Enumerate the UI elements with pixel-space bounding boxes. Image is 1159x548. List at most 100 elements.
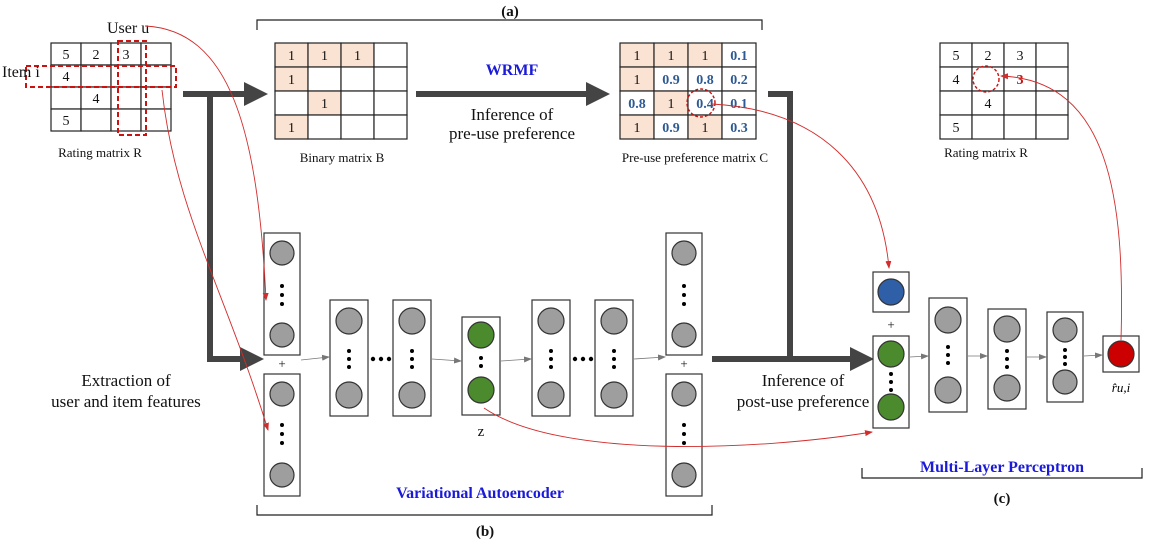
vae-network: + z <box>263 232 703 497</box>
matrix-value: 1 <box>321 97 328 112</box>
mlp-network: + <box>872 271 1140 429</box>
matrix-value: 0.9 <box>662 121 680 136</box>
matrix-cell <box>274 90 309 116</box>
matrix-cell <box>340 42 375 68</box>
z-label: z <box>478 424 485 440</box>
node-preuse <box>877 278 905 306</box>
matrix-cell <box>971 42 1005 68</box>
matrix-cell <box>110 86 142 110</box>
matrix-cell <box>1003 90 1037 116</box>
matrix-value: 1 <box>702 49 709 64</box>
preuse-matrix-caption: Pre-use preference matrix C <box>622 150 768 165</box>
matrix-cell <box>721 90 757 116</box>
node <box>934 306 962 334</box>
matrix-value: 4 <box>93 92 100 107</box>
matrix-value: 0.1 <box>730 49 748 64</box>
node <box>934 376 962 404</box>
matrix-cell <box>971 90 1005 116</box>
matrix-value: 1 <box>288 73 295 88</box>
matrix-cell <box>340 114 375 140</box>
matrix-value: 1 <box>288 49 295 64</box>
matrix-cell <box>971 114 1005 140</box>
user-u-label: User u <box>107 20 149 37</box>
item-vector-link <box>161 89 269 431</box>
node <box>269 240 295 266</box>
matrix-value: 0.3 <box>730 121 748 136</box>
matrix-cell <box>110 64 142 88</box>
matrix-value: 1 <box>354 49 361 64</box>
extraction-line1: Extraction of <box>81 371 171 390</box>
preuse-value-highlight <box>686 88 716 118</box>
matrix-cell <box>340 66 375 92</box>
matrix-value: 1 <box>634 49 641 64</box>
node <box>993 374 1021 402</box>
node <box>269 322 295 348</box>
matrix-value: 5 <box>63 48 70 63</box>
tag-b: (b) <box>476 524 494 540</box>
matrix-value: 0.9 <box>662 73 680 88</box>
node <box>600 307 628 335</box>
node-latent <box>467 376 495 404</box>
bracket-a <box>256 19 763 30</box>
tag-c: (c) <box>994 491 1011 507</box>
node <box>398 381 426 409</box>
inference-pre-line2: pre-use preference <box>449 124 575 143</box>
node <box>398 307 426 335</box>
node <box>537 381 565 409</box>
matrix-cell <box>653 90 689 116</box>
node <box>1052 369 1078 395</box>
node <box>671 322 697 348</box>
matrix-cell <box>1003 114 1037 140</box>
matrix-cell <box>373 114 408 140</box>
matrix-value: 0.4 <box>696 97 714 112</box>
matrix-value: 1 <box>668 97 675 112</box>
matrix-value: 1 <box>668 49 675 64</box>
user-vector-link <box>144 25 269 301</box>
matrix-value: 4 <box>63 70 70 85</box>
matrix-value: 5 <box>953 49 960 64</box>
matrix-value: 4 <box>985 97 992 112</box>
bracket-b <box>256 505 713 516</box>
prediction-link <box>1000 73 1123 341</box>
matrix-cell <box>307 66 342 92</box>
matrix-cell <box>939 42 973 68</box>
arrow-to-vae <box>207 94 264 371</box>
matrix-cell <box>80 64 112 88</box>
matrix-value: 1 <box>634 73 641 88</box>
matrix-cell <box>687 90 723 116</box>
r-hat-label: r̂u,i <box>1112 380 1131 395</box>
matrix-cell <box>140 64 172 88</box>
plus-sign: + <box>887 317 894 332</box>
matrix-value: 5 <box>953 121 960 136</box>
matrix-value: 1 <box>321 49 328 64</box>
item-row-highlight <box>25 65 177 88</box>
node <box>671 381 697 407</box>
plus-sign: + <box>278 356 285 371</box>
bracket-c <box>861 468 1143 479</box>
node <box>671 240 697 266</box>
matrix-value: 0.2 <box>730 73 748 88</box>
matrix-value: 3 <box>1017 49 1024 64</box>
node <box>269 381 295 407</box>
matrix-cell <box>1035 114 1069 140</box>
matrix-value: 3 <box>123 48 130 63</box>
predicted-value-highlight <box>972 65 1000 93</box>
matrix-cell <box>80 108 112 132</box>
matrix-cell <box>939 90 973 116</box>
binary-matrix-caption: Binary matrix B <box>300 150 385 165</box>
extraction-line2: user and item features <box>51 392 201 411</box>
matrix-value: 2 <box>93 48 100 63</box>
arrow-preuse-down <box>768 91 793 359</box>
preuse-to-mlp-link <box>711 103 892 269</box>
item-i-label: Item i <box>2 64 40 81</box>
node-latent <box>877 393 905 421</box>
matrix-cell <box>1035 42 1069 68</box>
vae-title: Variational Autoencoder <box>396 485 564 502</box>
matrix-value: 3 <box>1017 73 1024 88</box>
matrix-value: 1 <box>634 121 641 136</box>
latent-to-mlp-link <box>483 407 873 447</box>
matrix-cell <box>110 108 142 132</box>
node-latent <box>877 340 905 368</box>
